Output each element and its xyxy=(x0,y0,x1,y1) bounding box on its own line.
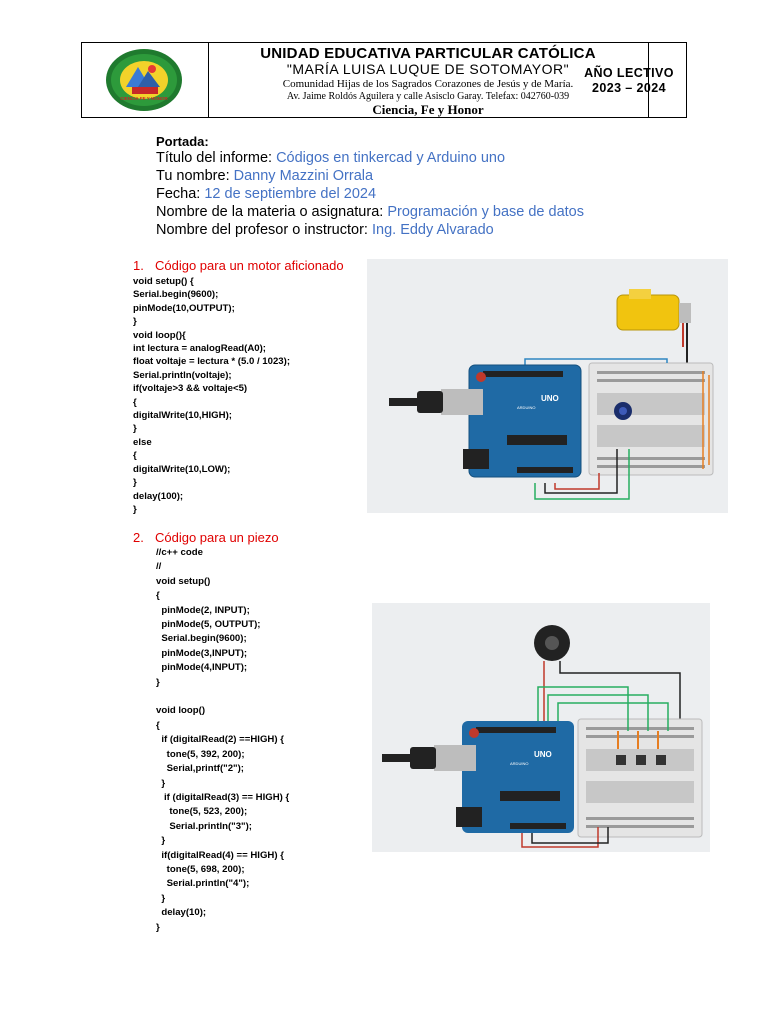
section2-title: 2. Código para un piezo xyxy=(133,530,279,545)
cover-label: Nombre del profesor o instructor: xyxy=(156,222,372,238)
school-logo: CIENCIA FE Y HONOR xyxy=(106,49,182,111)
cover-value: Programación y base de datos xyxy=(387,204,584,220)
logo-text: CIENCIA FE Y HONOR xyxy=(120,96,168,101)
school-year: AÑO LECTIVO 2023 – 2024 xyxy=(570,66,688,96)
school-address: Av. Jaime Roldós Aguilera y calle Asiscl… xyxy=(286,91,570,102)
school-motto: Ciencia, Fe y Honor xyxy=(372,102,484,117)
section-number: 1. xyxy=(133,258,144,273)
section-number: 2. xyxy=(133,530,144,545)
section2-code: //c++ code // void setup() { pinMode(2, … xyxy=(156,547,290,933)
cover-label: Fecha: xyxy=(156,186,205,202)
school-subtitle: "MARÍA LUISA LUQUE DE SOTOMAYOR" xyxy=(286,61,570,77)
board-brand: UNO xyxy=(541,394,559,403)
year-label: AÑO LECTIVO xyxy=(584,66,674,80)
school-title-cell: UNIDAD EDUCATIVA PARTICULAR CATÓLICA "MA… xyxy=(208,43,649,117)
cover-row-title: Título del informe: Códigos en tinkercad… xyxy=(156,150,505,166)
cover-label: Nombre de la materia o asignatura: xyxy=(156,204,388,220)
board-maker: ARDUINO xyxy=(517,405,535,410)
board-brand: UNO xyxy=(534,750,552,759)
board-maker: ARDUINO xyxy=(510,761,528,766)
cover-row-name: Tu nombre: Danny Mazzini Orrala xyxy=(156,168,373,184)
section-title-text: Código para un piezo xyxy=(155,530,279,545)
section1-code: void setup() { Serial.begin(9600); pinMo… xyxy=(133,276,291,515)
cover-row-date: Fecha: 12 de septiembre del 2024 xyxy=(156,186,376,202)
logo-cell: CIENCIA FE Y HONOR xyxy=(82,43,209,117)
cover-row-subject: Nombre de la materia o asignatura: Progr… xyxy=(156,204,584,220)
cover-value: Ing. Eddy Alvarado xyxy=(371,222,494,238)
portada-label: Portada: xyxy=(156,134,209,149)
piezo-circuit-image: UNO ARDUINO xyxy=(372,603,710,852)
cover-label: Tu nombre: xyxy=(156,168,234,184)
header-table: CIENCIA FE Y HONOR UNIDAD EDUCATIVA PART… xyxy=(81,42,687,118)
cover-value: 12 de septiembre del 2024 xyxy=(204,186,377,202)
school-community: Comunidad Hijas de los Sagrados Corazone… xyxy=(282,78,574,90)
year-value: 2023 – 2024 xyxy=(592,81,666,95)
school-name: UNIDAD EDUCATIVA PARTICULAR CATÓLICA xyxy=(260,45,596,62)
section-title-text: Código para un motor aficionado xyxy=(155,258,344,273)
cover-row-teacher: Nombre del profesor o instructor: Ing. E… xyxy=(156,222,494,238)
section1-title: 1. Código para un motor aficionado xyxy=(133,258,344,273)
cover-value: Códigos en tinkercad y Arduino uno xyxy=(276,150,506,166)
cover-value: Danny Mazzini Orrala xyxy=(233,168,374,184)
motor-circuit-image: UNO ARDUINO xyxy=(367,259,728,513)
cover-label: Título del informe: xyxy=(156,150,277,166)
